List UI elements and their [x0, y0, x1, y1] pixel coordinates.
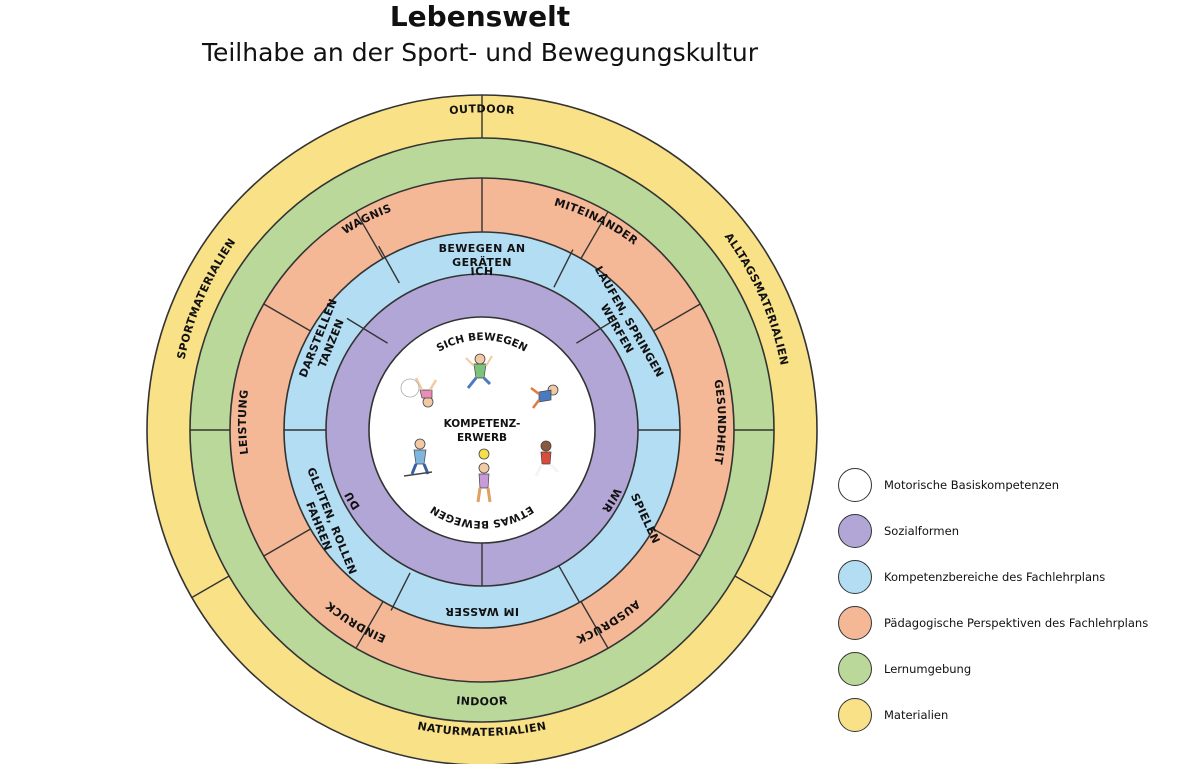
legend-label: Lernumgebung: [884, 662, 972, 676]
competence-label-geraeten-line1: BEWEGEN AN: [439, 242, 526, 255]
environment-label-indoor: INDOOR: [456, 694, 509, 708]
core-label-kompetenz-line1: KOMPETENZ-: [444, 418, 521, 430]
social-form-label-ich: ICH: [470, 265, 494, 278]
legend-item: Materialien: [838, 698, 1178, 732]
core-label-kompetenz-line2: ERWERB: [457, 432, 507, 444]
legend-item: Lernumgebung: [838, 652, 1178, 686]
material-label-natur: NATURMATERIALIEN: [416, 719, 547, 739]
legend-item: Sozialformen: [838, 514, 1178, 548]
child-figure-rolling: [530, 384, 559, 409]
environment-label-outdoor: OUTDOOR: [449, 102, 516, 117]
legend-item: Pädagogische Perspektiven des Fachlehrpl…: [838, 606, 1178, 640]
competence-label-im-wasser: IM WASSER: [445, 605, 519, 618]
segment-dividers: [190, 95, 774, 649]
child-figure-ball: [476, 448, 492, 503]
child-figure-running: [534, 440, 560, 477]
legend-label: Motorische Basiskompetenzen: [884, 478, 1060, 492]
legend-label: Kompetenzbereiche des Fachlehrplans: [884, 570, 1106, 584]
legend-swatch: [838, 698, 872, 732]
legend-swatch: [838, 514, 872, 548]
legend-label: Materialien: [884, 708, 949, 722]
legend-swatch: [838, 652, 872, 686]
legend-swatch: [838, 606, 872, 640]
legend-item: Motorische Basiskompetenzen: [838, 468, 1178, 502]
child-figure-handstand: [400, 377, 438, 408]
page-subtitle: Teilhabe an der Sport- und Bewegungskult…: [201, 38, 759, 67]
perspective-label-gesundheit: GESUNDHEIT: [711, 379, 728, 466]
perspective-label-leistung: LEISTUNG: [236, 389, 251, 456]
legend-item: Kompetenzbereiche des Fachlehrplans: [838, 560, 1178, 594]
legend-swatch: [838, 560, 872, 594]
child-figure-scooter: [403, 438, 433, 477]
legend-swatch: [838, 468, 872, 502]
competence-wheel-diagram: SPORTMATERIALIEN ALLTAGSMATERIALIEN NATU…: [146, 94, 818, 764]
child-figure-jumping: [465, 353, 493, 389]
legend-label: Pädagogische Perspektiven des Fachlehrpl…: [884, 616, 1149, 630]
core-circle: [368, 316, 596, 544]
legend-label: Sozialformen: [884, 524, 959, 538]
competence-label-geraeten-line2: GERÄTEN: [452, 255, 512, 269]
page-title: Lebenswelt: [389, 0, 571, 33]
